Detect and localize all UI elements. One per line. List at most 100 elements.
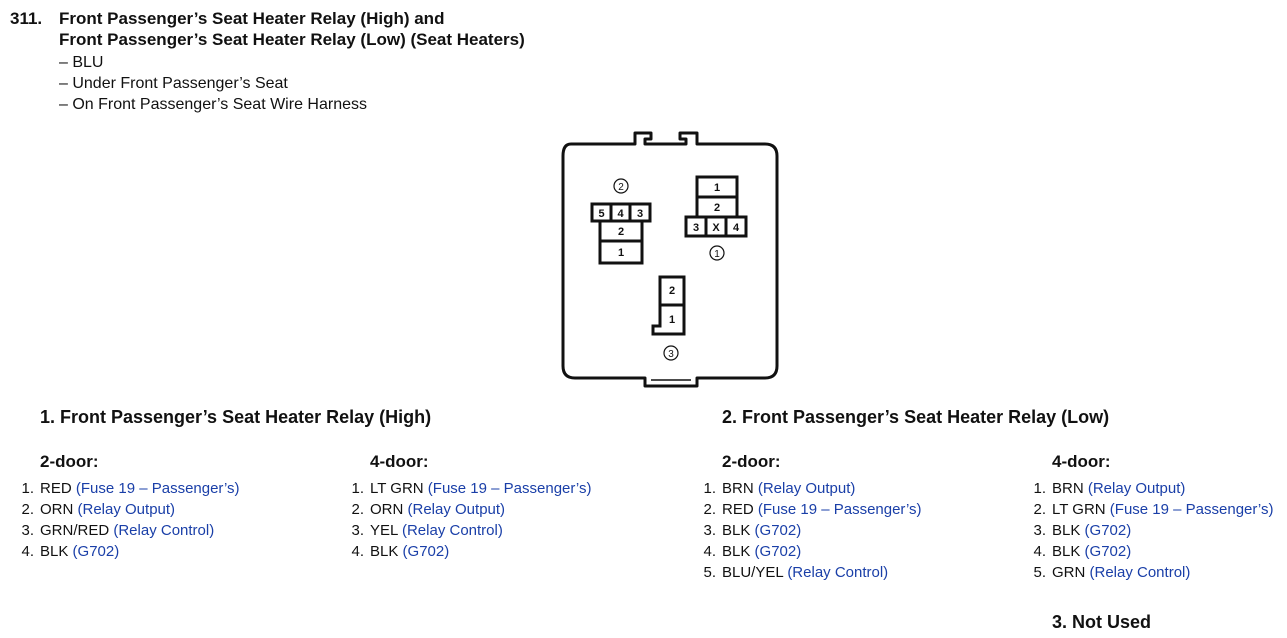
pin-number: 4. [1033, 543, 1046, 560]
connector-1-pin-label: 1 [714, 182, 720, 194]
circuit-description: (Relay Output) [757, 480, 856, 497]
circuit-description: (Fuse 19 – Passenger’s) [427, 480, 592, 497]
pin-row: 3. BLK (G702) [696, 522, 801, 539]
connector-1-pin-label: X [712, 222, 720, 234]
connector-1-pin-label: 3 [693, 222, 699, 234]
pin-row: 5. BLU/YEL (Relay Control) [696, 564, 888, 581]
wire-color: BLK [1052, 543, 1085, 560]
pin-number: 4. [703, 543, 716, 560]
connector-1-pin-label: 4 [733, 222, 740, 234]
detail-location: – Under Front Passenger’s Seat [59, 75, 288, 92]
pin-row: 3. GRN/RED (Relay Control) [14, 522, 214, 539]
pin-number: 3. [351, 522, 364, 539]
pin-number: 1. [1033, 480, 1046, 497]
pin-row: 4. BLK (G702) [14, 543, 119, 560]
connector-2-pin-label: 2 [618, 226, 624, 238]
pin-number: 1. [703, 480, 716, 497]
pin-row: 4. BLK (G702) [696, 543, 801, 560]
pin-number: 3. [703, 522, 716, 539]
circuit-description: (Relay Control) [787, 564, 889, 581]
connector-1-callout-circle [709, 245, 725, 261]
circuit-description: (G702) [754, 522, 802, 539]
pin-number: 3. [1033, 522, 1046, 539]
circuit-description: (G702) [1084, 543, 1132, 560]
pin-row: 4. BLK (G702) [1026, 543, 1131, 560]
pin-row: 4. BLK (G702) [344, 543, 449, 560]
connector-3-cavities [651, 275, 686, 336]
connector-2-pin-label: 1 [618, 247, 624, 259]
item-number: 311. [10, 9, 43, 28]
circuit-description: (Relay Control) [1089, 564, 1191, 581]
pin-number: 1. [351, 480, 364, 497]
wire-color: GRN [1052, 564, 1090, 581]
connector-3-callout-circle [663, 345, 679, 361]
connector-2-callout: 2 [618, 182, 624, 193]
connector-diagram: 5 4 3 2 1 2 1 2 3 X 4 1 2 1 3 [561, 131, 779, 388]
connector-2-pin-label: 4 [617, 208, 624, 220]
circuit-description: (Fuse 19 – Passenger’s) [757, 501, 922, 518]
wire-color: BLK [722, 522, 755, 539]
two-door-heading: 2-door: [40, 452, 99, 471]
wire-color: YEL [370, 522, 402, 539]
pin-row: 2. ORN (Relay Output) [14, 501, 175, 518]
wire-color: RED [722, 501, 758, 518]
wire-color: BLK [40, 543, 73, 560]
pin-number: 5. [1033, 564, 1046, 581]
connector-1-cavities [684, 175, 748, 238]
wire-color: BLK [1052, 522, 1085, 539]
connector-3-callout: 3 [668, 349, 674, 360]
pin-number: 2. [703, 501, 716, 518]
pin-row: 2. RED (Fuse 19 – Passenger’s) [696, 501, 922, 518]
pin-row: 1. BRN (Relay Output) [1026, 480, 1185, 497]
pin-row: 3. YEL (Relay Control) [344, 522, 503, 539]
circuit-description: (G702) [72, 543, 120, 560]
pin-row: 2.ORN (Relay Output) [344, 501, 505, 518]
circuit-description: (Relay Control) [113, 522, 215, 539]
page-title-line2: Front Passenger’s Seat Heater Relay (Low… [59, 30, 525, 49]
wire-color: ORN [40, 501, 78, 518]
circuit-description: (G702) [754, 543, 802, 560]
connector-2-callout-circle [613, 178, 629, 194]
section-title-low: 2. Front Passenger’s Seat Heater Relay (… [722, 407, 1110, 427]
wire-color: ORN [370, 501, 408, 518]
pin-number: 4. [21, 543, 34, 560]
circuit-description: (Fuse 19 – Passenger’s) [1109, 501, 1274, 518]
pin-row: 5. GRN (Relay Control) [1026, 564, 1190, 581]
page-title-line1: Front Passenger’s Seat Heater Relay (Hig… [59, 9, 445, 28]
pin-number: 5. [703, 564, 716, 581]
wire-color: BLK [722, 543, 755, 560]
connector-2-pin-label: 5 [598, 208, 604, 220]
wire-color: BLK [370, 543, 403, 560]
pin-row: 2.LT GRN (Fuse 19 – Passenger’s) [1026, 501, 1274, 518]
pin-number: 4. [351, 543, 364, 560]
connector-1-pin-label: 2 [714, 202, 720, 214]
connector-3-pin-label: 1 [669, 314, 675, 326]
connector-2-cavities [590, 202, 652, 265]
two-door-heading: 2-door: [722, 452, 781, 471]
not-used-heading: 3. Not Used [1052, 612, 1152, 632]
pin-row: 3. BLK (G702) [1026, 522, 1131, 539]
pin-row: 1. BRN (Relay Output) [696, 480, 855, 497]
wire-color: BLU/YEL [722, 564, 788, 581]
wire-color: BRN [722, 480, 758, 497]
pin-number: 2. [21, 501, 34, 518]
four-door-heading: 4-door: [1052, 452, 1111, 471]
wire-color: BRN [1052, 480, 1088, 497]
circuit-description: (Relay Output) [77, 501, 176, 518]
circuit-description: (Relay Control) [401, 522, 503, 539]
detail-harness: – On Front Passenger’s Seat Wire Harness [59, 96, 367, 113]
connector-housing-outline [561, 131, 779, 388]
four-door-heading: 4-door: [370, 452, 429, 471]
wire-color: LT GRN [1052, 501, 1110, 518]
connector-3-pin-label: 2 [669, 285, 675, 297]
circuit-description: (G702) [402, 543, 450, 560]
connector-1-callout: 1 [714, 249, 720, 260]
circuit-description: (Relay Output) [1087, 480, 1186, 497]
circuit-description: (G702) [1084, 522, 1132, 539]
connector-2-pin-label: 3 [637, 208, 643, 220]
wire-color: GRN/RED [40, 522, 114, 539]
wire-color: RED [40, 480, 76, 497]
pin-number: 3. [21, 522, 34, 539]
wire-color: LT GRN [370, 480, 428, 497]
pin-number: 1. [21, 480, 34, 497]
